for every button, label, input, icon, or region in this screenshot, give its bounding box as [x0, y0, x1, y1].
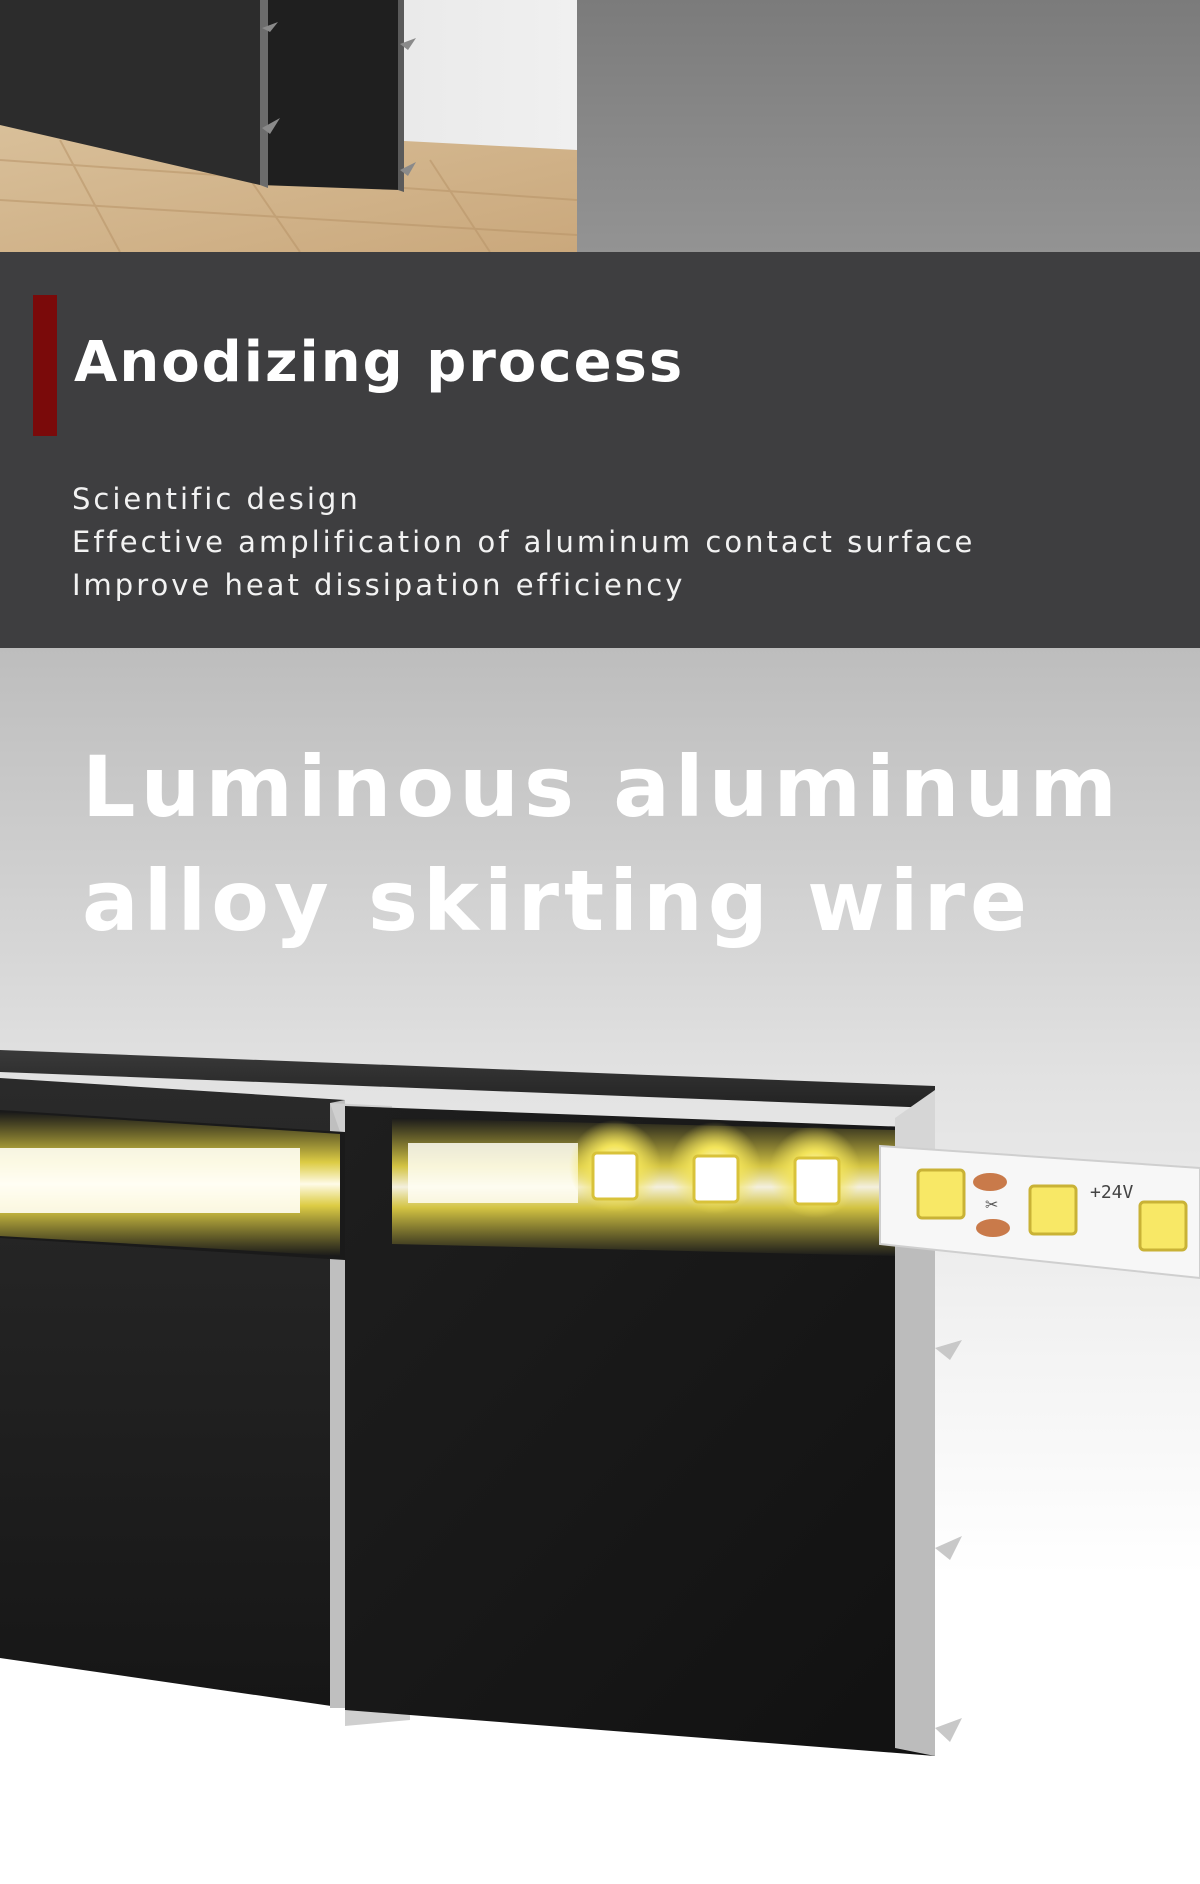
hero-section: ✂ +24V Luminous aluminum alloy skirting … — [0, 648, 1200, 1884]
feature-section: Anodizing process Scientific design Effe… — [0, 252, 1200, 648]
svg-text:✂: ✂ — [985, 1195, 998, 1214]
led-strip-illustration: ✂ +24V — [0, 1050, 1200, 1756]
accent-bar — [33, 295, 57, 436]
strip-voltage-label: +24V — [1090, 1182, 1134, 1203]
led-strip: ✂ +24V — [569, 1120, 1200, 1280]
hero-title-line2: alloy skirting wire — [82, 852, 1032, 950]
feature-title: Anodizing process — [74, 330, 685, 395]
gray-backdrop — [577, 0, 1200, 252]
left-profile — [0, 1078, 410, 1726]
skirting-board-photo — [0, 0, 577, 252]
right-profile — [345, 1090, 962, 1756]
feature-list: Scientific design Effective amplificatio… — [72, 478, 975, 607]
feature-line: Improve heat dissipation efficiency — [72, 568, 686, 602]
profile-top-edge — [0, 1050, 935, 1108]
feature-line: Scientific design — [72, 482, 361, 516]
skirting-board-photo-graphic — [0, 0, 577, 252]
feature-line: Effective amplification of aluminum cont… — [72, 525, 976, 559]
top-photo-band — [0, 0, 1200, 252]
hero-title-line1: Luminous aluminum — [82, 738, 1122, 836]
hero-title: Luminous aluminum alloy skirting wire — [82, 730, 1122, 958]
